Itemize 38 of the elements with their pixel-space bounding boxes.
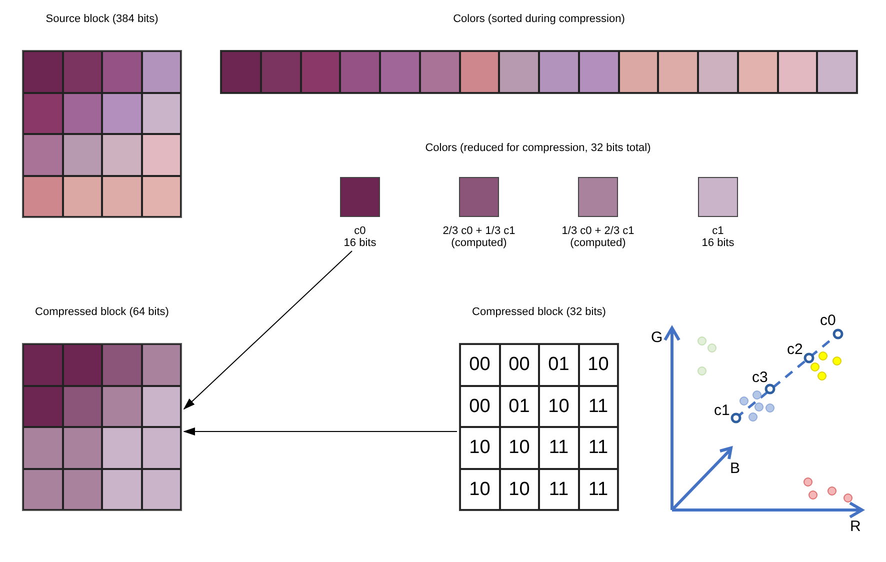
swatch-caption: 1/3 c0 + 2/3 c1 <box>562 225 634 237</box>
index-code: 10 <box>460 468 500 510</box>
axis-label: c2 <box>787 342 803 357</box>
index-code: 00 <box>500 344 539 386</box>
index-code: 10 <box>539 386 578 427</box>
block-title: Compressed block (32 bits) <box>471 307 607 320</box>
axis-label: B <box>730 461 740 476</box>
swatch-caption: c1 <box>712 225 724 237</box>
arrow <box>183 427 458 436</box>
axis-label: G <box>651 330 663 345</box>
swatch-caption: 2/3 c0 + 1/3 c1 <box>442 225 516 237</box>
index-code: 01 <box>539 344 578 386</box>
index-code: 11 <box>578 468 618 510</box>
swatch-caption: c0 <box>354 225 366 237</box>
index-code: 00 <box>460 386 500 427</box>
index-code: 11 <box>539 468 578 510</box>
index-code: 11 <box>539 427 578 468</box>
index-code: 10 <box>500 427 539 468</box>
index-code: 10 <box>578 344 618 386</box>
index-code: 11 <box>578 427 618 468</box>
block-title: Source block (384 bits) <box>44 14 160 27</box>
index-code: 01 <box>500 386 539 427</box>
arrow <box>183 250 352 410</box>
index-code: 11 <box>578 386 618 427</box>
block-title: Compressed block (64 bits) <box>34 307 170 320</box>
swatch-caption: (computed) <box>451 237 507 249</box>
index-code: 10 <box>500 468 539 510</box>
swatch-caption: 16 bits <box>702 237 734 249</box>
swatch-caption: 16 bits <box>344 237 376 249</box>
section-heading: Colors (reduced for compression, 32 bits total) <box>424 143 652 154</box>
block-title: Colors (sorted during compression) <box>452 14 626 27</box>
index-code: 00 <box>460 344 500 386</box>
axis-label: R <box>850 519 861 534</box>
swatch-caption: (computed) <box>570 237 626 249</box>
axis-label: c0 <box>820 313 836 328</box>
axis-label: c1 <box>714 403 730 418</box>
index-code: 10 <box>460 427 500 468</box>
axis-label: c3 <box>752 370 768 385</box>
